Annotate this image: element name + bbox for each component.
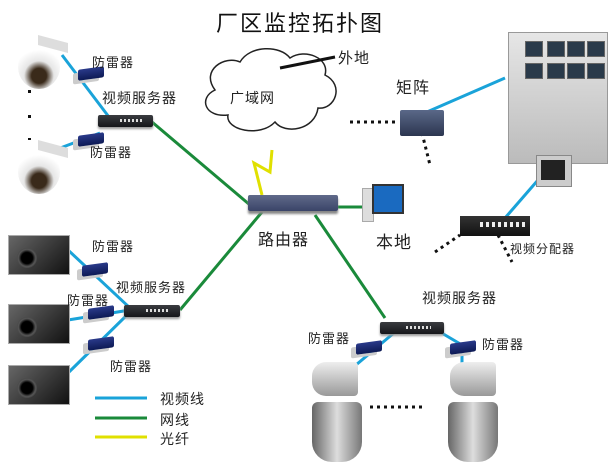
console-screen bbox=[567, 63, 585, 79]
video-line bbox=[419, 76, 506, 117]
diagram-title: 厂区监控拓扑图 bbox=[216, 12, 385, 37]
dome-camera bbox=[18, 45, 60, 89]
server-top-label: 视频服务器 bbox=[102, 91, 177, 107]
remote-label: 外地 bbox=[338, 49, 371, 67]
fiber-line bbox=[251, 149, 274, 196]
matrix-dots-down bbox=[420, 132, 432, 166]
net-line-server-top bbox=[151, 120, 251, 207]
dome-dots bbox=[28, 138, 31, 140]
box-camera bbox=[8, 304, 70, 344]
arrester-label: 防雷器 bbox=[67, 294, 110, 309]
console-screen bbox=[547, 63, 565, 79]
console-screen bbox=[547, 41, 565, 57]
arrester-label: 防雷器 bbox=[92, 56, 135, 71]
ptz-camera-head bbox=[450, 362, 496, 396]
ptz-pan-tilt bbox=[448, 402, 498, 462]
video-line bbox=[503, 179, 540, 219]
console-screen bbox=[525, 41, 543, 57]
net-line-server-left bbox=[178, 211, 264, 311]
wan-cloud bbox=[204, 47, 337, 132]
router-label: 路由器 bbox=[258, 230, 310, 249]
video-distributor bbox=[460, 216, 530, 236]
arrester-label: 防雷器 bbox=[308, 332, 351, 347]
video-matrix bbox=[400, 110, 444, 136]
dome-camera bbox=[18, 150, 60, 194]
dome-dots bbox=[28, 115, 31, 118]
video-server-bottom bbox=[380, 322, 444, 334]
remote-link bbox=[279, 55, 336, 70]
local-label: 本地 bbox=[376, 233, 412, 253]
distributor-dots-down bbox=[496, 234, 514, 263]
monitor-wall-console bbox=[508, 32, 608, 164]
video-server-left bbox=[124, 305, 180, 317]
distributor-label: 视频分配器 bbox=[510, 242, 576, 256]
ptz-camera-head bbox=[312, 362, 358, 396]
server-left-label: 视频服务器 bbox=[116, 281, 187, 296]
legend-label-network: 网线 bbox=[160, 413, 190, 429]
video-server-top bbox=[98, 115, 153, 127]
distributor-dots-left bbox=[434, 233, 461, 254]
crt-monitor bbox=[536, 155, 572, 187]
console-screen bbox=[567, 41, 585, 57]
legend-label-fiber: 光纤 bbox=[160, 432, 190, 448]
legend-label-video: 视频线 bbox=[160, 392, 205, 408]
wan-label: 广域网 bbox=[230, 91, 275, 107]
server-bottom-label: 视频服务器 bbox=[422, 291, 497, 307]
arrester-label: 防雷器 bbox=[110, 360, 153, 375]
matrix-label: 矩阵 bbox=[396, 78, 431, 97]
console-screen bbox=[525, 63, 543, 79]
net-line-server-bottom bbox=[313, 214, 387, 319]
pc-monitor bbox=[372, 184, 404, 214]
router bbox=[248, 195, 338, 211]
arrester-label: 防雷器 bbox=[92, 240, 135, 255]
box-camera bbox=[8, 235, 70, 275]
dome-dots bbox=[28, 90, 31, 93]
console-screen bbox=[587, 63, 605, 79]
arrester-label: 防雷器 bbox=[90, 146, 133, 161]
video-line bbox=[66, 248, 132, 310]
arrester-label: 防雷器 bbox=[482, 338, 525, 353]
video-line bbox=[60, 54, 117, 126]
box-camera bbox=[8, 365, 70, 405]
console-screen bbox=[587, 41, 605, 57]
ptz-pan-tilt bbox=[312, 402, 362, 462]
